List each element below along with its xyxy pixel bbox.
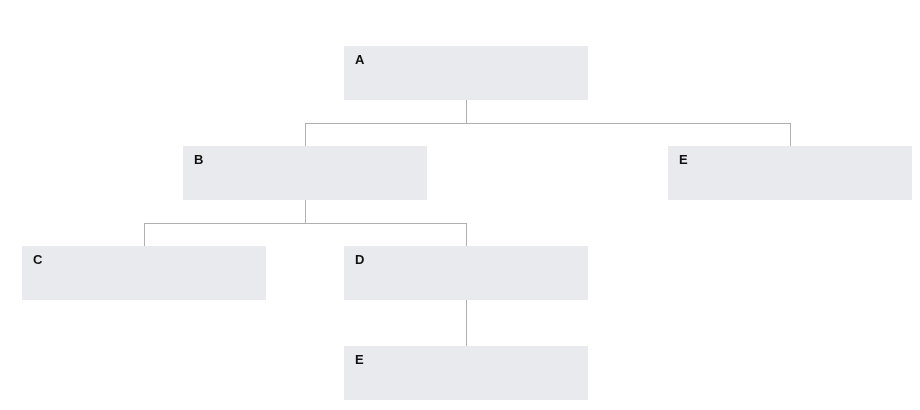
connector-b-children-rail <box>144 223 466 224</box>
org-node-label: C <box>33 252 43 267</box>
org-node-label: B <box>194 152 204 167</box>
org-node-c[interactable]: C <box>22 246 266 300</box>
connector-drop-to-b <box>305 123 306 146</box>
connector-drop-to-c <box>144 223 145 246</box>
connector-a-stem <box>466 100 467 123</box>
org-node-e-bottom[interactable]: E <box>344 346 588 400</box>
org-node-d[interactable]: D <box>344 246 588 300</box>
org-node-label: E <box>679 152 688 167</box>
org-node-b[interactable]: B <box>183 146 427 200</box>
org-node-label: E <box>355 352 364 367</box>
org-node-label: A <box>355 52 365 67</box>
org-node-label: D <box>355 252 365 267</box>
org-node-e-right[interactable]: E <box>668 146 912 200</box>
connector-b-stem <box>305 200 306 223</box>
connector-drop-to-d <box>466 223 467 246</box>
connector-d-to-e-bottom <box>466 300 467 346</box>
connector-a-children-rail <box>305 123 790 124</box>
org-node-a[interactable]: A <box>344 46 588 100</box>
connector-drop-to-e-right <box>790 123 791 146</box>
